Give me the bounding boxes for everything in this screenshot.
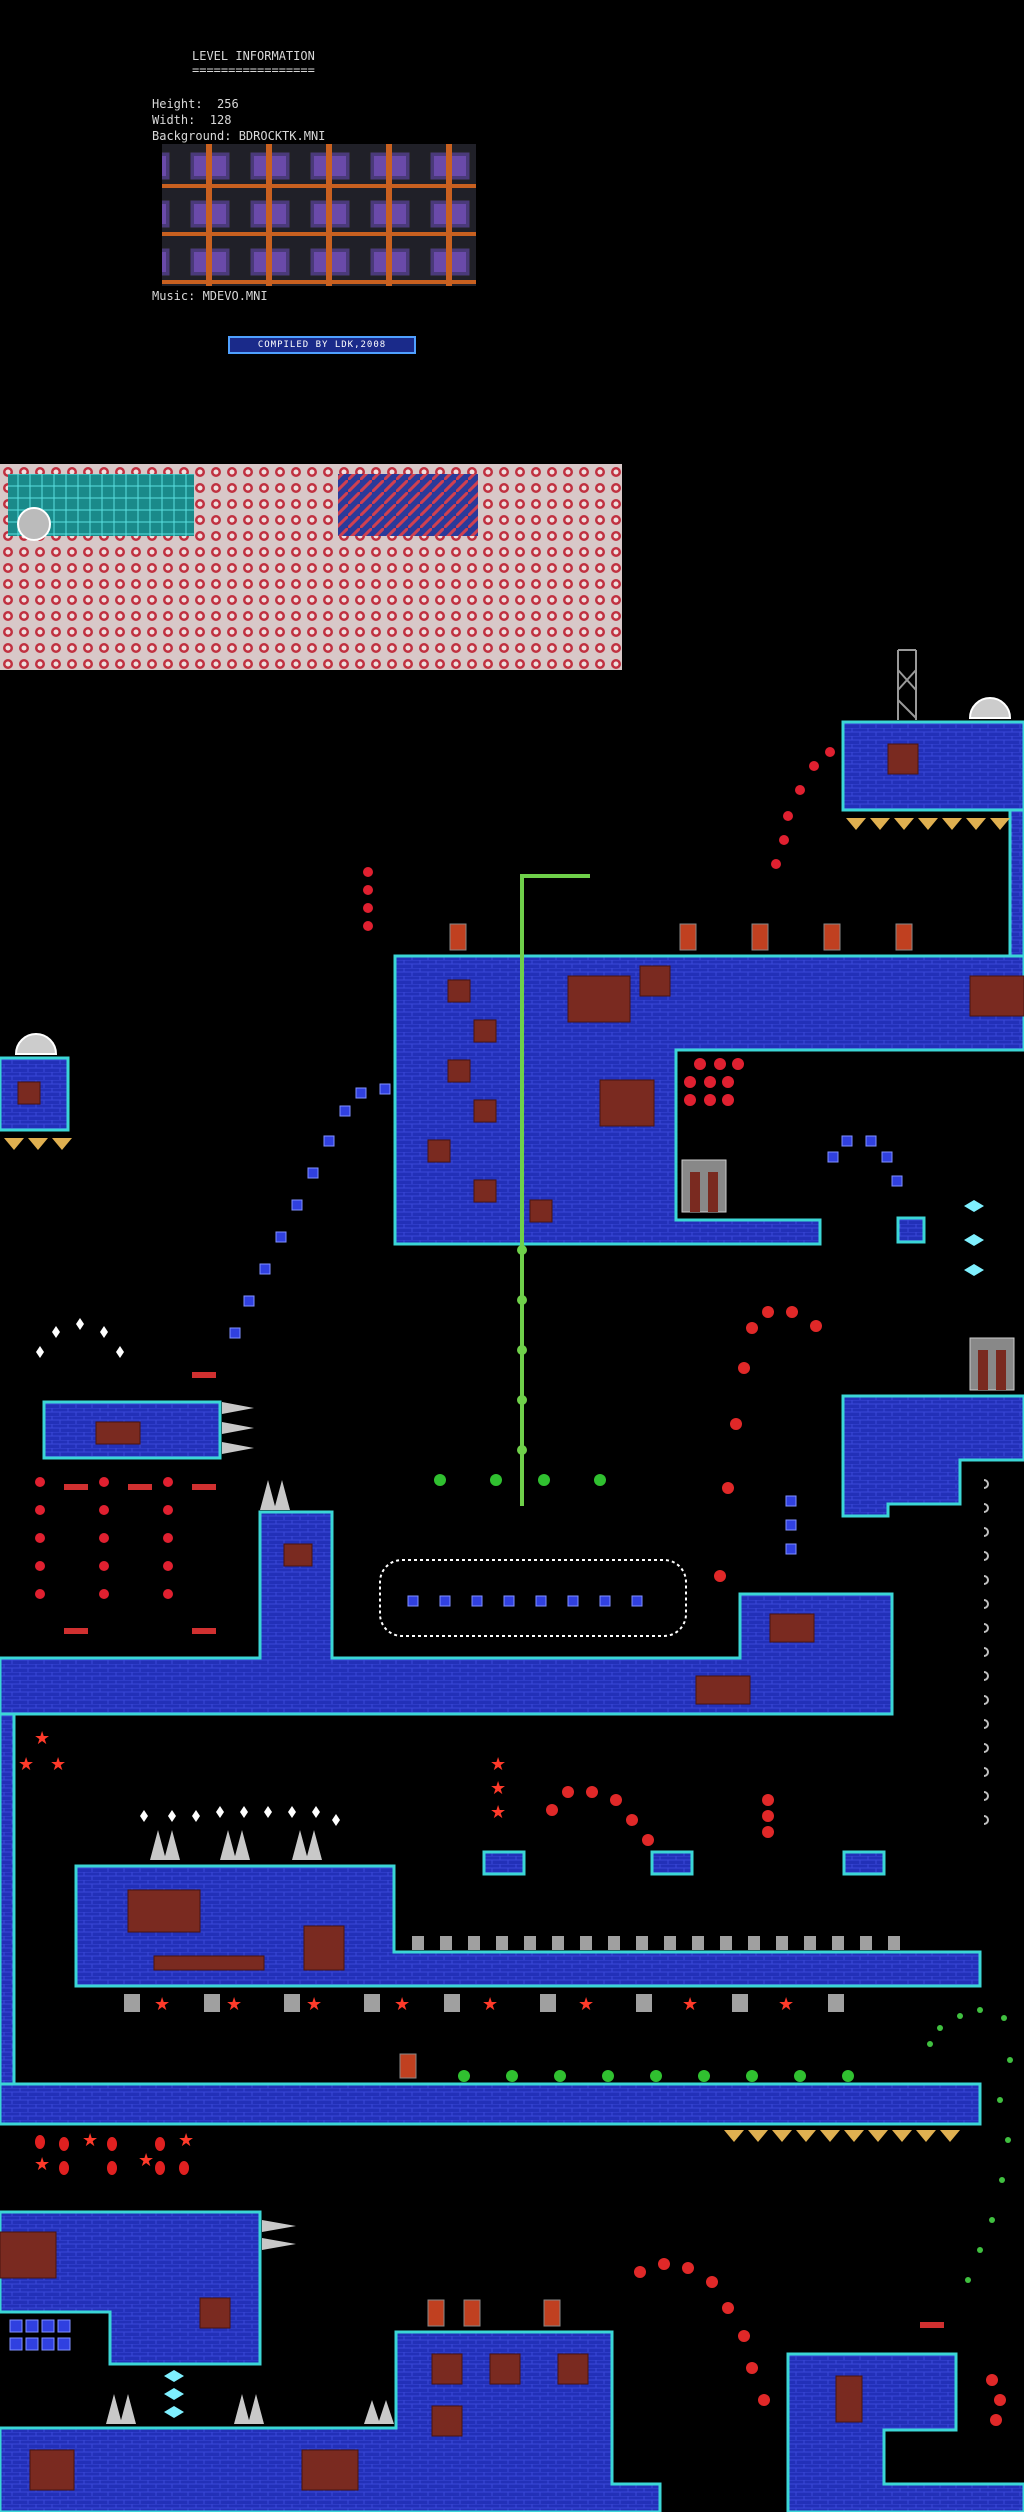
domes [14,697,1012,1055]
red-drops [35,2135,189,2175]
level-info-underline: ================= [192,63,315,77]
svg-text:★: ★ [394,1994,410,2015]
svg-text:★: ★ [178,2130,194,2151]
tile-sheet [0,464,622,670]
hanging-vine [927,2007,1013,2283]
barrels [399,923,913,2327]
radio-tower [897,649,917,720]
green-apples [434,1474,854,2082]
svg-text:★: ★ [50,1754,66,1775]
red-apples [546,1306,1006,2426]
level-map [0,720,1024,2512]
level-background: Background: BDROCKTK.MNI [152,129,326,143]
level-width: Width: 128 [152,113,232,127]
cyan-diamonds [164,1200,984,2418]
svg-text:★: ★ [490,1802,506,1823]
level-info-heading: LEVEL INFORMATION [192,49,315,63]
svg-text:★: ★ [306,1994,322,2015]
svg-text:★: ★ [682,1994,698,2015]
svg-text:★: ★ [490,1778,506,1799]
blue-gems [9,1083,903,2351]
svg-text:★: ★ [578,1994,594,2015]
exit-doors [681,1159,1015,1391]
robots [124,1936,900,2012]
conveyor-loop [379,1559,687,1637]
compiled-badge: COMPILED BY LDK,2008 [228,336,416,354]
hook-chain [983,1479,989,1825]
svg-text:★: ★ [226,1994,242,2015]
springs [64,1372,944,2328]
svg-text:★: ★ [138,2150,154,2171]
svg-text:★: ★ [34,2154,50,2175]
svg-text:★: ★ [482,1994,498,2015]
svg-text:★: ★ [18,1754,34,1775]
svg-text:★: ★ [778,1994,794,2015]
stars: ★★★ ★★★ ★★★ ★★★ ★★ ★★★★ [18,1728,794,2175]
climbing-pole [517,874,590,1506]
level-music: Music: MDEVO.MNI [152,289,268,303]
diamond-sparkles [36,1318,340,1826]
svg-text:★: ★ [82,2130,98,2151]
ceiling-spikes [4,818,1010,2142]
level-height: Height: 256 [152,97,239,111]
background-image [162,144,476,286]
spikes [106,1402,394,2424]
svg-text:★: ★ [34,1728,50,1749]
svg-text:★: ★ [154,1994,170,2015]
crates [0,743,1024,2491]
red-gems [35,747,835,1599]
svg-text:★: ★ [490,1754,506,1775]
